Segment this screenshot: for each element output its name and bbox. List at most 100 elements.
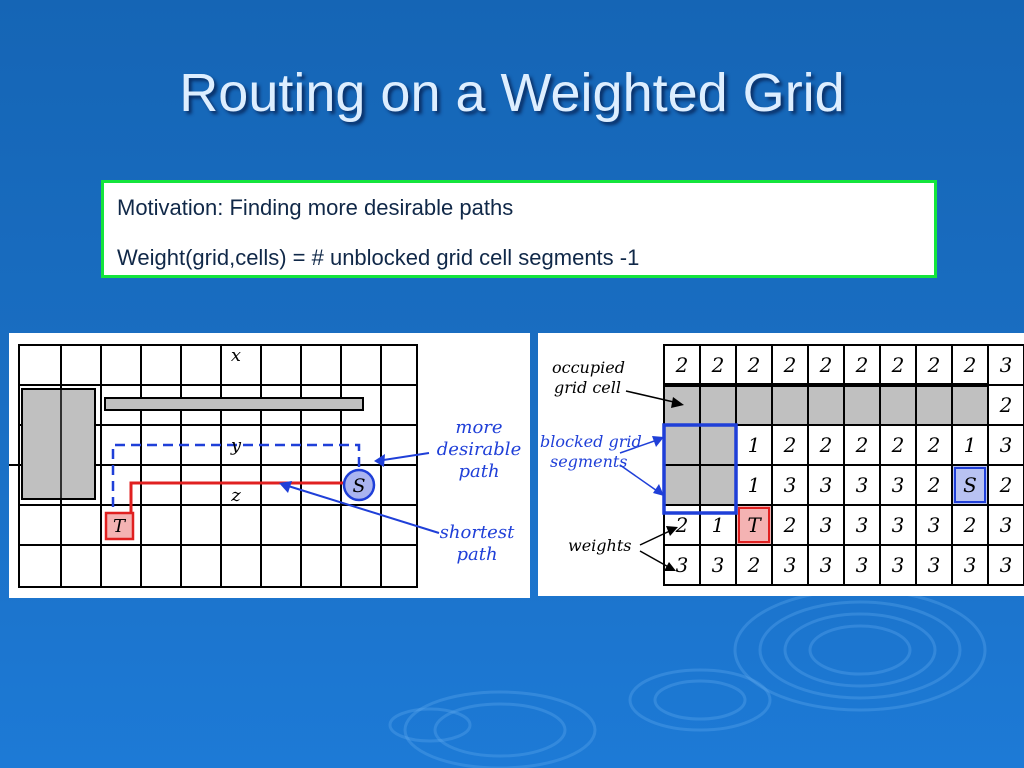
weight-value: 1: [964, 433, 977, 457]
left-grid-figure: T S x y z more desirable path shortest p…: [9, 333, 530, 598]
blocked-cell: [951, 384, 989, 426]
blocked-cell: [663, 464, 701, 506]
row-label-y: y: [230, 435, 242, 456]
grid-cell: [879, 544, 917, 586]
source-node: [342, 468, 376, 502]
weight-value: 2: [963, 513, 977, 537]
grid-cell: [735, 504, 773, 546]
grid-cell: [807, 424, 845, 466]
blocked-label: blocked grid: [540, 432, 642, 451]
grid-cell: [879, 424, 917, 466]
grid-cell: [987, 504, 1024, 546]
weight-value: 3: [928, 553, 941, 577]
weight-value: S: [963, 473, 977, 497]
weight-value: 2: [999, 473, 1013, 497]
motivation-box: Motivation: Finding more desirable paths…: [101, 180, 937, 278]
weight-value: 3: [676, 553, 689, 577]
blocked-cell: [915, 384, 953, 426]
weight-value: 2: [711, 353, 725, 377]
weight-value: 2: [855, 353, 869, 377]
weights-label: weights: [568, 536, 631, 555]
grid-cell: [987, 384, 1024, 426]
grid-cell: [915, 344, 953, 386]
source-highlight: [954, 467, 986, 503]
weights-arrow: [639, 550, 673, 570]
grid-cell: [771, 544, 809, 586]
weight-value: 2: [891, 433, 905, 457]
weight-value: 3: [712, 553, 725, 577]
weight-value: 2: [927, 473, 941, 497]
grid-cell: [807, 464, 845, 506]
blocked-arrow: [619, 438, 661, 454]
target-label: T: [113, 516, 127, 537]
left-grid-lines: [9, 344, 418, 588]
more-desirable-text: more: [455, 417, 502, 438]
blocked-cell: [879, 384, 917, 426]
weight-value: 3: [856, 473, 869, 497]
weight-value: 2: [819, 433, 833, 457]
blocked-cell: [699, 464, 737, 506]
weight-value: 1: [748, 433, 761, 457]
more-desirable-arrow: [376, 452, 430, 462]
obstacle-block: [21, 388, 96, 500]
weight-value: 3: [1000, 433, 1013, 457]
grid-cell: [987, 464, 1024, 506]
grid-cell: [987, 544, 1024, 586]
weight-value: 3: [892, 473, 905, 497]
grid-cell: [771, 464, 809, 506]
grid-cell: [771, 504, 809, 546]
blocked-arrow: [619, 464, 661, 494]
weight-value: 2: [855, 433, 869, 457]
blocked-cell: [843, 384, 881, 426]
obstacle-bar: [104, 397, 364, 411]
grid-cell: [915, 424, 953, 466]
blocked-cell: [807, 384, 845, 426]
weight-value: 2: [927, 353, 941, 377]
weight-value: 2: [963, 353, 977, 377]
weight-value: 3: [928, 513, 941, 537]
weight-value: 3: [820, 513, 833, 537]
weight-value: 3: [1000, 513, 1013, 537]
weight-value: 2: [783, 513, 797, 537]
weight-value: 1: [712, 513, 725, 537]
weight-value: 3: [892, 553, 905, 577]
more-desirable-text: path: [458, 461, 499, 482]
blocked-label: segments: [550, 452, 628, 471]
weight-value: 2: [747, 353, 761, 377]
weight-value: 2: [675, 513, 689, 537]
grid-cell: [951, 344, 989, 386]
weight-value: 2: [819, 353, 833, 377]
weight-value: 2: [927, 433, 941, 457]
grid-cell: [915, 544, 953, 586]
weight-value: 2: [783, 433, 797, 457]
shortest-path: [129, 481, 349, 513]
weight-value: 2: [999, 393, 1013, 417]
weight-value: 3: [784, 553, 797, 577]
weight-value: 3: [964, 553, 977, 577]
source-label: S: [352, 475, 365, 497]
blocked-cell: [699, 384, 737, 426]
target-highlight: [738, 507, 770, 543]
weight-value: 2: [675, 353, 689, 377]
weight-value: T: [747, 513, 762, 537]
target-cell: [104, 511, 135, 541]
motivation-line: Motivation: Finding more desirable paths: [117, 195, 514, 220]
weight-value: 2: [891, 353, 905, 377]
grid-cell: [987, 424, 1024, 466]
shortest-text: path: [456, 544, 497, 565]
shortest-arrow: [284, 484, 440, 534]
occupied-arrow: [625, 390, 679, 404]
weight-value: 1: [748, 473, 761, 497]
weight-value: 2: [747, 553, 761, 577]
blocked-cell: [699, 424, 737, 466]
grid-cell: [879, 504, 917, 546]
more-desirable-path: [111, 443, 361, 523]
occupied-label: occupied: [552, 358, 625, 377]
occupied-label: grid cell: [554, 378, 621, 397]
grid-cell: [951, 544, 989, 586]
row-label-x: x: [231, 345, 241, 366]
